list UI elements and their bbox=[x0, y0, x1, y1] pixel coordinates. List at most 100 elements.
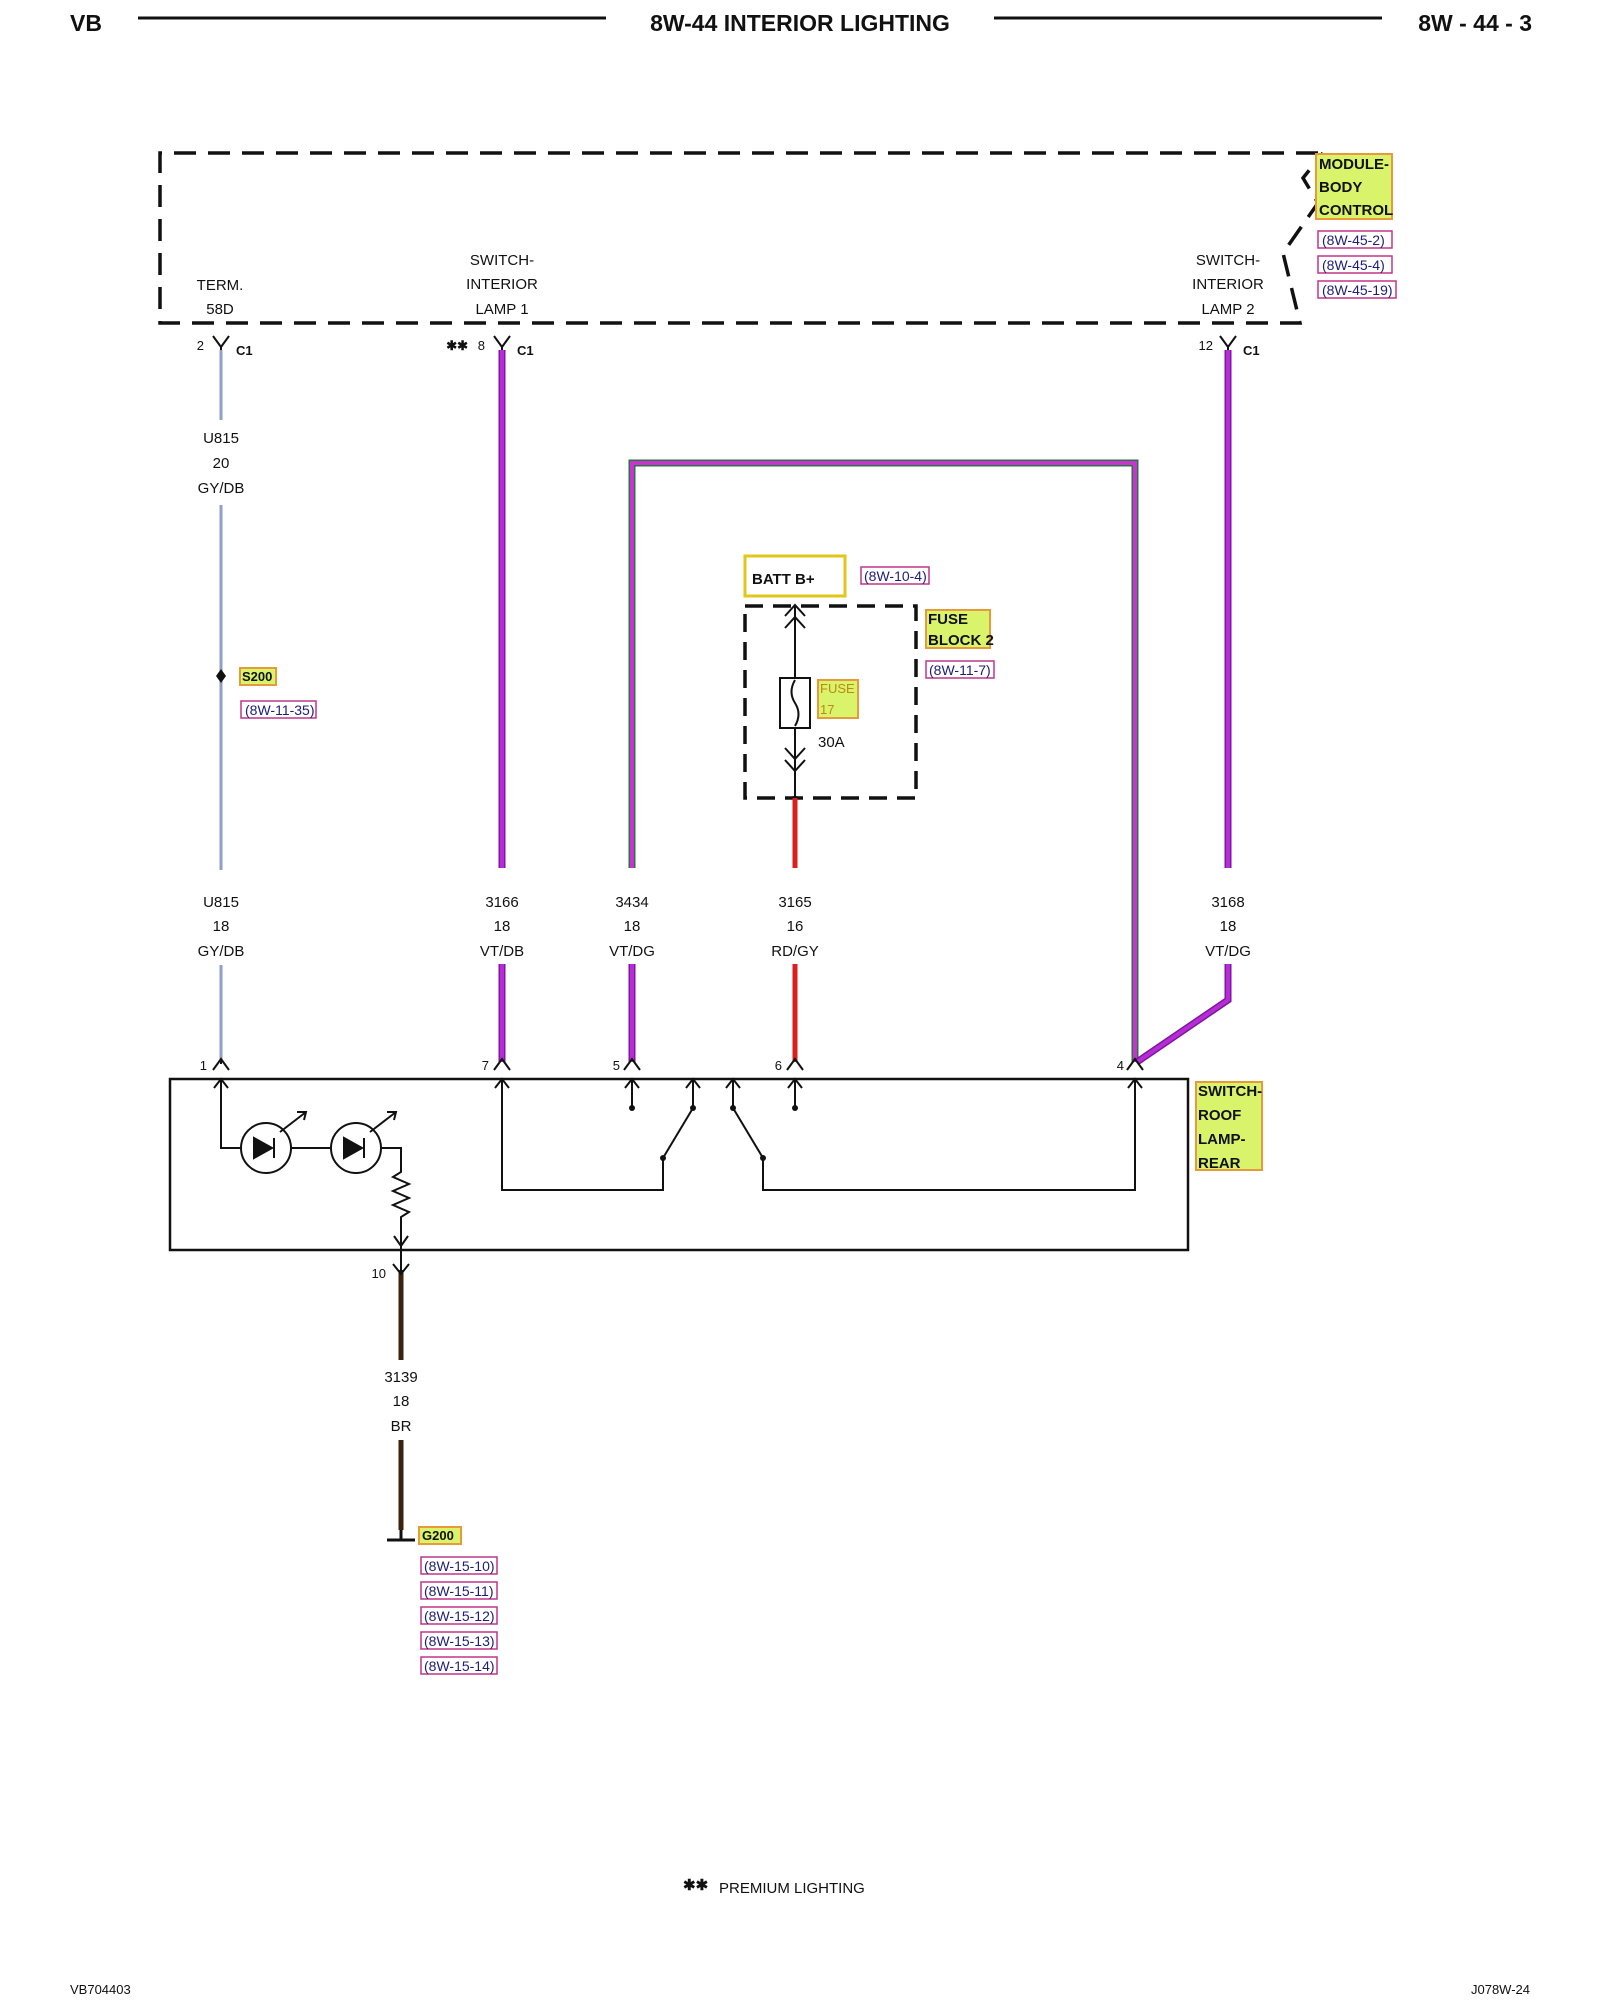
legend-text: PREMIUM LIGHTING bbox=[719, 1880, 865, 1897]
w3166-color: VT/DB bbox=[480, 943, 524, 960]
batt-ref-box[interactable] bbox=[860, 566, 930, 585]
batt-ref[interactable]: (8W-10-4) bbox=[864, 568, 927, 584]
ground-ref-2[interactable]: (8W-15-11) bbox=[424, 1583, 494, 1599]
pin5-connector-icon bbox=[623, 1057, 641, 1071]
pin4-internal bbox=[732, 1077, 1143, 1191]
u815-lower-circuit: U815 bbox=[203, 894, 239, 911]
fuse-block-highlight bbox=[925, 609, 991, 649]
module-connectors: 2 C1 8 ✱✱ C1 12 C1 bbox=[197, 335, 1260, 358]
pin7-connector-icon bbox=[493, 1057, 511, 1071]
lamp1-connector-icon bbox=[493, 335, 511, 352]
w3165-color: RD/GY bbox=[771, 943, 819, 960]
w3165-circuit: 3165 bbox=[778, 894, 811, 911]
u815-upper-circuit: U815 bbox=[203, 430, 239, 447]
splice-name: S200 bbox=[242, 669, 272, 684]
pin4-connector-icon bbox=[1126, 1057, 1144, 1071]
wire-3168-lower bbox=[1135, 964, 1230, 1064]
batt-label: BATT B+ bbox=[752, 571, 815, 588]
fuse-name-2: 17 bbox=[820, 702, 834, 717]
pin5-internal bbox=[624, 1077, 640, 1108]
module-ref-box-3[interactable] bbox=[1317, 280, 1397, 299]
switch-internal-circuit bbox=[213, 1077, 1143, 1250]
legend: ✱✱ PREMIUM LIGHTING bbox=[683, 1877, 865, 1897]
pin-label-4: 4 bbox=[1117, 1058, 1124, 1073]
module-ref-1[interactable]: (8W-45-2) bbox=[1322, 232, 1385, 248]
fuse-name-highlight bbox=[817, 679, 859, 719]
module-outline bbox=[158, 151, 1325, 325]
module-ref-2[interactable]: (8W-45-4) bbox=[1322, 257, 1385, 273]
ground-ref-4[interactable]: (8W-15-13) bbox=[424, 1633, 495, 1649]
w3165-gauge: 16 bbox=[787, 918, 804, 935]
module-ref-3[interactable]: (8W-45-19) bbox=[1322, 282, 1393, 298]
lamp1-label-line-1: SWITCH- bbox=[470, 252, 534, 269]
premium-mark: ✱✱ bbox=[446, 338, 468, 353]
ground-ref-box-4[interactable] bbox=[420, 1631, 498, 1650]
switch-name-highlight bbox=[1195, 1081, 1263, 1171]
splice-ref-box[interactable] bbox=[240, 700, 317, 719]
wire-3434-edge bbox=[628, 459, 1139, 1062]
pin7-internal bbox=[494, 1077, 664, 1191]
module-name-line-2: BODY bbox=[1319, 179, 1362, 196]
ground-ref-3[interactable]: (8W-15-12) bbox=[424, 1608, 495, 1624]
contact-6 bbox=[792, 1105, 798, 1111]
fuse-block-name-2: BLOCK 2 bbox=[928, 632, 994, 649]
ground-g200: G200 (8W-15-10) (8W-15-11) (8W-15-12) (8… bbox=[387, 1526, 498, 1675]
ground-ref-1[interactable]: (8W-15-10) bbox=[424, 1558, 495, 1574]
lamp2-label-line-1: SWITCH- bbox=[1196, 252, 1260, 269]
w3168-color: VT/DG bbox=[1205, 943, 1251, 960]
lamp1-label-line-3: LAMP 1 bbox=[475, 301, 528, 318]
fuse-name-1: FUSE bbox=[820, 681, 855, 696]
w3139-color: BR bbox=[391, 1418, 412, 1435]
ground-ref-box-2[interactable] bbox=[420, 1581, 498, 1600]
u815-upper-gauge: 20 bbox=[213, 455, 230, 472]
w3434-gauge: 18 bbox=[624, 918, 641, 935]
ground-ref-box-3[interactable] bbox=[420, 1606, 498, 1625]
w3166-gauge: 18 bbox=[494, 918, 511, 935]
ground-highlight bbox=[418, 1526, 462, 1545]
u815-upper-color: GY/DB bbox=[198, 480, 245, 497]
led-2-arrow bbox=[369, 1111, 398, 1133]
switch-name-2: ROOF bbox=[1198, 1107, 1241, 1124]
w3168-circuit: 3168 bbox=[1211, 894, 1244, 911]
header-left: VB bbox=[70, 10, 102, 36]
switch-b-common bbox=[725, 1077, 741, 1108]
ground-ref-5[interactable]: (8W-15-14) bbox=[424, 1658, 495, 1674]
w3434-circuit: 3434 bbox=[615, 894, 648, 911]
page-number: 8W - 44 - 3 bbox=[1418, 10, 1532, 36]
contact-5 bbox=[629, 1105, 635, 1111]
splice-ref[interactable]: (8W-11-35) bbox=[245, 702, 315, 718]
ground-ref-box-1[interactable] bbox=[420, 1556, 498, 1575]
legend-symbol: ✱✱ bbox=[683, 1877, 709, 1894]
led-2-diode bbox=[343, 1136, 365, 1160]
switch-roof-lamp-rear: 1 7 5 6 4 bbox=[168, 1057, 1263, 1281]
wires bbox=[219, 350, 1232, 1530]
pin-label-7: 7 bbox=[482, 1058, 489, 1073]
module-ref-box-2[interactable] bbox=[1317, 255, 1393, 274]
ground-name: G200 bbox=[422, 1528, 454, 1543]
term-connector-icon bbox=[212, 335, 230, 352]
switch-outline bbox=[168, 1077, 1190, 1252]
fuse-rating: 30A bbox=[818, 734, 845, 751]
w3139-circuit: 3139 bbox=[384, 1369, 417, 1386]
contact-b bbox=[760, 1155, 766, 1161]
u815-lower-color: GY/DB bbox=[198, 943, 245, 960]
term-label-line-1: TERM. bbox=[197, 277, 244, 294]
module-ref-box-1[interactable] bbox=[1317, 230, 1393, 249]
fuse-block-ref-box[interactable] bbox=[925, 660, 995, 679]
w3166-circuit: 3166 bbox=[485, 894, 518, 911]
batt-box bbox=[743, 554, 847, 598]
pin-label-1: 1 bbox=[200, 1058, 207, 1073]
ground-ref-box-5[interactable] bbox=[420, 1656, 498, 1675]
wire-3434-loop bbox=[630, 461, 1137, 1062]
pin1-connector-icon bbox=[212, 1057, 230, 1071]
pin6-internal bbox=[787, 1077, 803, 1108]
contact-a bbox=[660, 1155, 666, 1161]
fuse-block-ref[interactable]: (8W-11-7) bbox=[929, 662, 991, 678]
contact-a-common bbox=[690, 1105, 696, 1111]
switch-a-blade bbox=[662, 1107, 694, 1159]
switch-name-3: LAMP- bbox=[1198, 1131, 1246, 1148]
page-header: VB 8W-44 INTERIOR LIGHTING 8W - 44 - 3 bbox=[70, 10, 1532, 36]
pin10-connector-icon bbox=[392, 1250, 410, 1276]
term-pin: 2 bbox=[197, 338, 204, 353]
